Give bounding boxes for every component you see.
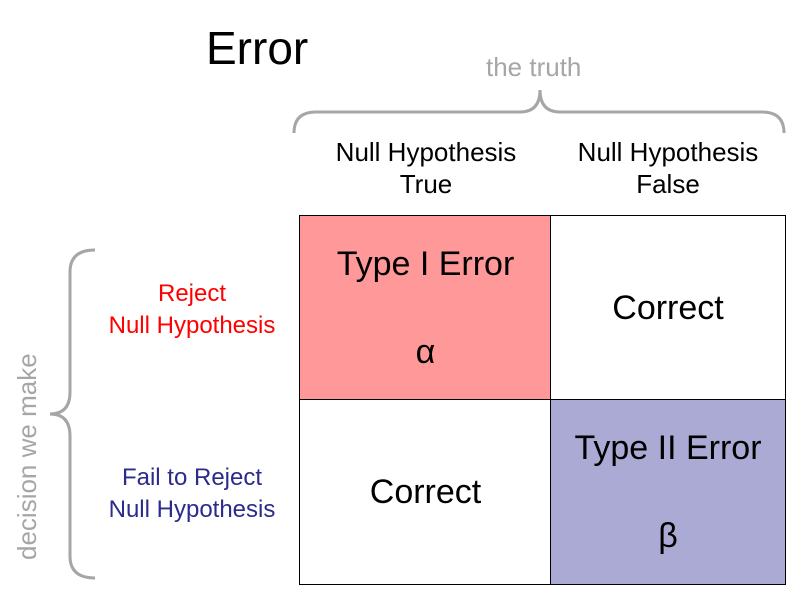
cell-type-ii-error: Type II Error β xyxy=(550,399,786,585)
column-header-line: True xyxy=(399,169,453,199)
cell-label: Type II Error xyxy=(574,429,762,467)
truth-axis-label: the truth xyxy=(486,52,582,82)
cell-label: Correct xyxy=(369,473,482,511)
alpha-symbol: α xyxy=(415,333,436,371)
cell-correct-reject: Correct xyxy=(550,215,786,401)
row-header-fail-to-reject: Fail to Reject Null Hypothesis xyxy=(92,462,292,526)
row-header-line: Fail to Reject xyxy=(121,464,263,491)
column-header-line: False xyxy=(636,169,700,199)
cell-type-i-error: Type I Error α xyxy=(299,215,552,401)
decision-brace xyxy=(49,248,96,580)
column-header-line: Null Hypothesis xyxy=(577,137,759,167)
row-header-reject: Reject Null Hypothesis xyxy=(92,278,292,342)
cell-correct-fail-to-reject: Correct xyxy=(299,399,552,585)
diagram-title: Error xyxy=(206,22,309,74)
row-header-line: Null Hypothesis xyxy=(108,496,276,523)
truth-brace xyxy=(292,89,786,134)
cell-label: Type I Error xyxy=(336,245,515,283)
cell-label: Correct xyxy=(612,289,724,327)
column-header-null-false: Null Hypothesis False xyxy=(548,136,788,200)
row-header-line: Reject xyxy=(157,280,227,307)
column-header-null-true: Null Hypothesis True xyxy=(306,136,546,200)
beta-symbol: β xyxy=(658,517,678,555)
column-header-line: Null Hypothesis xyxy=(335,137,517,167)
row-header-line: Null Hypothesis xyxy=(108,312,276,339)
